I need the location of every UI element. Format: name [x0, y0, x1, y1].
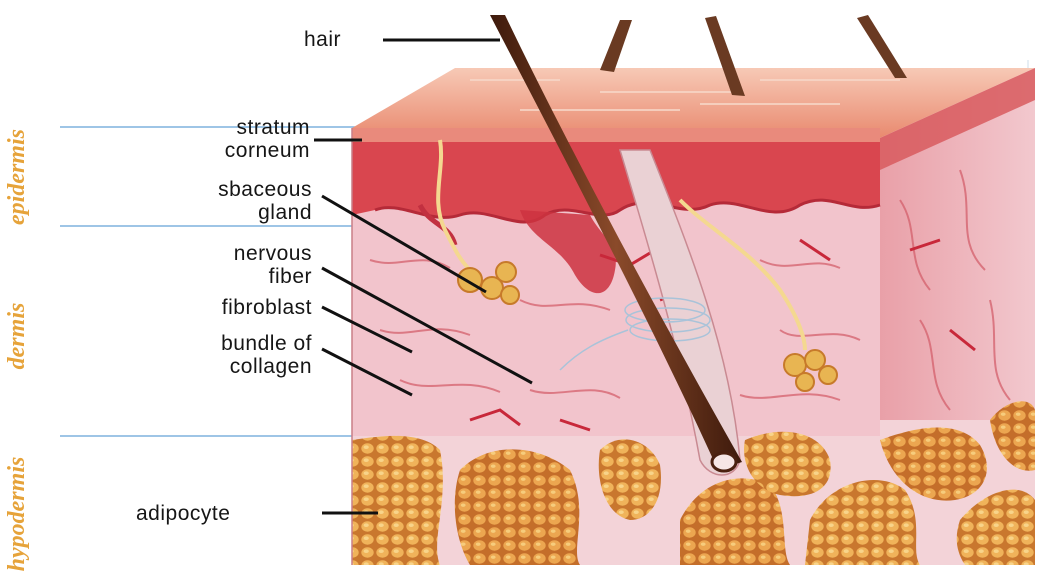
skin-diagram: epidermis dermis hypodermis hair stratum…: [0, 0, 1043, 565]
adipocyte-label: adipocyte: [136, 502, 230, 525]
stratum-corneum-label: stratum corneum: [170, 116, 310, 162]
nervous-fiber-line-1: nervous: [150, 242, 312, 265]
nervous-fiber-line-2: fiber: [150, 265, 312, 288]
bundle-of-collagen-line-1: bundle of: [130, 332, 312, 355]
dermis-layer-label: dermis: [4, 298, 32, 374]
hair-shaft: [600, 20, 632, 72]
stratum-corneum-line-1: stratum: [170, 116, 310, 139]
fat-lobule: [352, 436, 443, 565]
epidermis-layer-label: epidermis: [4, 122, 32, 232]
fibroblast-label: fibroblast: [150, 296, 312, 319]
bundle-of-collagen-label: bundle of collagen: [130, 332, 312, 378]
sebaceous-gland-label: sbaceous gland: [150, 178, 312, 224]
skin-block: [352, 15, 1035, 565]
hair-label: hair: [304, 28, 341, 51]
sebaceous-gland-line-1: sbaceous: [150, 178, 312, 201]
hypodermis-layer-label: hypodermis: [4, 446, 32, 582]
nervous-fiber-label: nervous fiber: [150, 242, 312, 288]
fat-lobule: [455, 449, 580, 565]
stratum-corneum-line-2: corneum: [170, 139, 310, 162]
bundle-of-collagen-line-2: collagen: [130, 355, 312, 378]
sebaceous-gland-line-2: gland: [150, 201, 312, 224]
hair-bulb: [712, 453, 736, 471]
